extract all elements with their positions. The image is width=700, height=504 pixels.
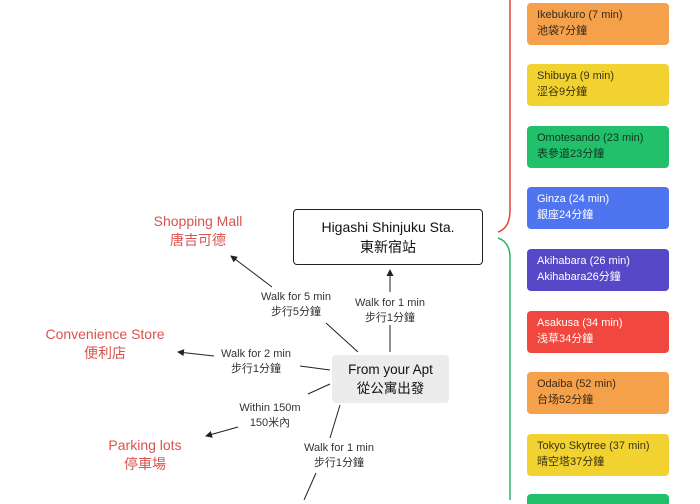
apartment-title-zh: 從公寓出發 — [356, 381, 425, 396]
place-label-zh: 停車場 — [124, 456, 166, 472]
destination-partial — [527, 494, 669, 504]
edge-text-zh: 步行1分鐘 — [230, 363, 282, 375]
station-name-zh: 東新宿站 — [360, 239, 416, 255]
destination-name: Asakusa (34 min) — [537, 317, 623, 329]
edge-line-store — [299, 365, 331, 371]
place-label: Convenience Store — [45, 326, 165, 342]
place-convenience-store: Convenience Store 便利店 — [20, 325, 190, 363]
edge-text-zh: 150米內 — [249, 417, 291, 429]
destination-item: Shibuya (9 min) 涩谷9分鐘 — [527, 64, 669, 106]
destination-item: Asakusa (34 min) 浅草34分鐘 — [527, 311, 669, 353]
edge-label-mall: Walk for 5 min 步行5分鐘 — [250, 290, 342, 320]
edge-line-mall — [325, 322, 359, 353]
edge-line-parking — [307, 383, 331, 395]
edge-text-zh: 步行1分鐘 — [364, 312, 416, 324]
destination-name-zh: 池袋7分鐘 — [537, 25, 588, 37]
edge-text: Within 150m — [239, 402, 301, 414]
destination-item: Akihabara (26 min) Akihabara26分鐘 — [527, 249, 669, 291]
destination-name-zh: 涩谷9分鐘 — [537, 86, 588, 98]
destination-name: Ikebukuro (7 min) — [537, 9, 623, 21]
edge-arrow-parking — [205, 426, 239, 438]
red-bracket — [497, 0, 511, 233]
destination-name-zh: Akihabara26分鐘 — [537, 271, 621, 283]
destination-name: Odaiba (52 min) — [537, 378, 616, 390]
destination-name: Shibuya (9 min) — [537, 70, 615, 82]
place-parking-lots: Parking lots 停車場 — [85, 436, 205, 474]
destination-name-zh: 浅草34分鐘 — [537, 333, 594, 345]
station-name: Higashi Shinjuku Sta. — [321, 219, 455, 235]
destination-item: Ginza (24 min) 銀座24分鐘 — [527, 187, 669, 229]
destination-name: Tokyo Skytree (37 min) — [537, 440, 650, 452]
destination-name-zh: 銀座24分鐘 — [537, 209, 594, 221]
place-label-zh: 便利店 — [84, 345, 126, 361]
destination-name-zh: 表參道23分鐘 — [537, 148, 605, 160]
station-node: Higashi Shinjuku Sta. 東新宿站 — [293, 209, 483, 265]
destination-name: Akihabara (26 min) — [537, 255, 630, 267]
edge-arrow-mall — [230, 255, 273, 288]
edge-text-zh: 步行5分鐘 — [270, 306, 322, 318]
edge-text: Walk for 5 min — [261, 291, 331, 303]
edge-label-store: Walk for 2 min 步行1分鐘 — [210, 347, 302, 377]
edge-arrow-bottom — [303, 472, 317, 500]
edge-label-bottom: Walk for 1 min 步行1分鐘 — [294, 441, 384, 471]
edge-text: Walk for 2 min — [221, 348, 291, 360]
destination-item: Odaiba (52 min) 台场52分鐘 — [527, 372, 669, 414]
edge-text: Walk for 1 min — [304, 442, 374, 454]
destination-item: Ikebukuro (7 min) 池袋7分鐘 — [527, 3, 669, 45]
edge-text: Walk for 1 min — [355, 297, 425, 309]
place-label: Shopping Mall — [153, 213, 243, 229]
edge-arrow-store — [177, 349, 215, 357]
destination-name: Omotesando (23 min) — [537, 132, 644, 144]
place-label: Parking lots — [108, 437, 182, 453]
edge-label-parking: Within 150m 150米內 — [226, 401, 314, 431]
destination-name-zh: 台场52分鐘 — [537, 394, 594, 406]
destination-item: Tokyo Skytree (37 min) 晴空塔37分鐘 — [527, 434, 669, 476]
destination-name: Ginza (24 min) — [537, 193, 610, 205]
destination-name-zh: 晴空塔37分鐘 — [537, 456, 605, 468]
green-bracket — [497, 237, 511, 500]
edge-line-bottom — [329, 404, 341, 439]
destination-item: Omotesando (23 min) 表參道23分鐘 — [527, 126, 669, 168]
edge-text-zh: 步行1分鐘 — [313, 457, 365, 469]
apartment-node: From your Apt 從公寓出發 — [332, 355, 449, 403]
apartment-title: From your Apt — [348, 362, 433, 377]
place-shopping-mall: Shopping Mall 唐吉可德 — [130, 212, 266, 250]
edge-label-station: Walk for 1 min 步行1分鐘 — [345, 296, 435, 326]
place-label-zh: 唐吉可德 — [170, 232, 226, 248]
